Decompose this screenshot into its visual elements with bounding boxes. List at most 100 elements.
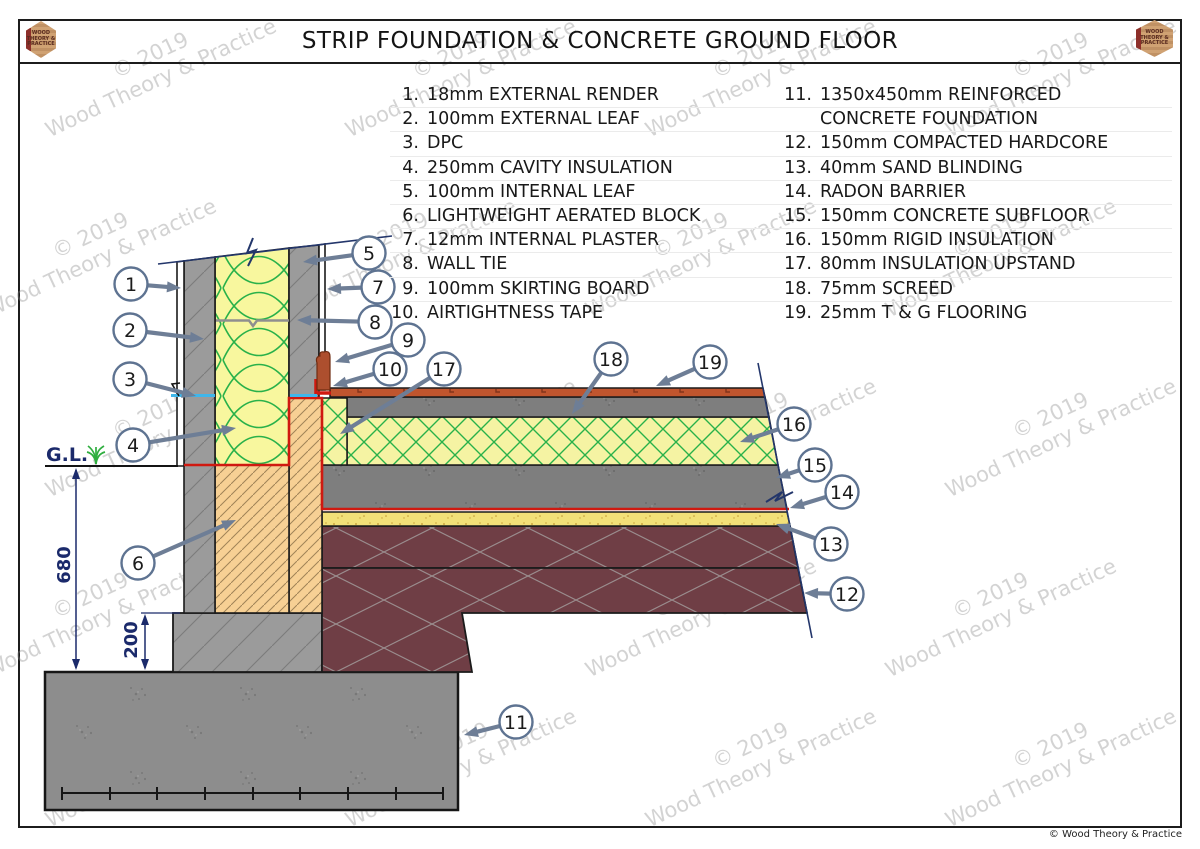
callout-10: 10: [333, 351, 408, 388]
legend-item: 14.RADON BARRIER: [776, 181, 1172, 204]
callout-circle: [813, 526, 849, 562]
callout-circle: [113, 266, 149, 302]
concrete-subfloor: [321, 464, 788, 510]
callout-arrow: [341, 371, 375, 386]
legend-item-number: 2.: [402, 109, 419, 130]
callout-circle: [390, 322, 426, 358]
sand-blinding: [321, 511, 791, 527]
legend-item: CONCRETE FOUNDATION: [776, 108, 1172, 131]
legend-item: 2. 100mm EXTERNAL LEAF: [390, 108, 776, 131]
legend-item-label: 80mm INSULATION UPSTAND: [820, 254, 1076, 275]
callout-number: 9: [402, 330, 414, 352]
callout-arrowhead: [221, 424, 236, 436]
sheet-border: [18, 19, 1182, 828]
legend-item-label: 75mm SCREED: [820, 278, 954, 299]
callout-arrowhead: [776, 523, 792, 534]
legend-item-label: 100mm INTERNAL LEAF: [427, 181, 636, 202]
title-bar: STRIP FOUNDATION & CONCRETE GROUND FLOOR: [18, 19, 1182, 64]
callout-arrowhead: [220, 520, 236, 531]
legend-item: 19.25mm T & G FLOORING: [776, 302, 1172, 325]
ground-level-label: G.L.: [46, 444, 89, 466]
callout-arrowhead: [790, 498, 805, 510]
legend-item-number: 6.: [402, 205, 419, 226]
legend-item: 3.DPC: [390, 132, 776, 155]
legend-item-number: 1.: [402, 85, 419, 105]
legend-item: 17.80mm INSULATION UPSTAND: [776, 253, 1172, 276]
legend-item-number: 4.: [402, 157, 419, 178]
callout-9: 9: [335, 322, 426, 364]
callout-circle: [824, 474, 860, 510]
callout-circle: [112, 361, 148, 397]
callout-13: 13: [776, 523, 849, 562]
legend-item: 11. 1350x450mm REINFORCED: [776, 84, 1172, 107]
screed: [346, 396, 770, 418]
callout-circle: [797, 447, 833, 483]
grass-icon: [86, 445, 106, 465]
legend-item-number: 14.: [784, 181, 812, 202]
callout-arrowhead: [303, 254, 318, 266]
legend-item-label: LIGHTWEIGHT AERATED BLOCK: [427, 205, 701, 226]
callout-circle: [360, 269, 396, 305]
callout-arrow: [747, 427, 780, 442]
legend-item-number: 5.: [402, 181, 419, 202]
callout-number: 11: [504, 712, 528, 734]
callout-arrowhead: [572, 399, 585, 414]
dimension-lines: [72, 468, 180, 670]
legend-item: 8.WALL TIE: [390, 253, 776, 276]
callout-circle: [829, 576, 865, 612]
callout-circle: [776, 406, 812, 442]
legend-item-label: 1350x450mm REINFORCED: [820, 85, 1062, 105]
legend-row: 9.100mm SKIRTING BOARD 18. 75mm SCREED: [390, 276, 1172, 301]
legend-item-number: 8.: [402, 254, 419, 275]
callout-11: 11: [464, 704, 534, 740]
callout-arrowhead: [333, 376, 348, 388]
legend-item-number: 18.: [784, 278, 812, 299]
dimension-200: 200: [121, 621, 142, 659]
callout-number: 15: [803, 455, 827, 477]
callout-number: 18: [599, 349, 623, 371]
callout-circle: [115, 427, 151, 463]
callout-arrow: [346, 375, 432, 432]
legend-item: 9.100mm SKIRTING BOARD: [390, 278, 776, 301]
callout-18: 18: [572, 341, 629, 414]
tg-flooring: [329, 387, 766, 398]
legend-item: 6. LIGHTWEIGHT AERATED BLOCK: [390, 205, 776, 228]
callout-arrow: [152, 521, 229, 559]
callout-circle: [426, 351, 462, 387]
rigid-insulation: [346, 416, 779, 466]
callout-number: 2: [124, 320, 136, 342]
callout-circle: [120, 545, 156, 581]
skirting-board: [315, 350, 331, 391]
legend-row: 5. 100mm INTERNAL LEAF 14.RADON BARRIER: [390, 179, 1172, 204]
legend-item-label: 150mm CONCRETE SUBFLOOR: [820, 205, 1090, 226]
legend-item-label: 12mm INTERNAL PLASTER: [427, 230, 660, 251]
callout-arrow: [311, 253, 353, 263]
callout-number: 1: [125, 274, 137, 296]
radon-barrier: [184, 396, 789, 511]
airtightness-tape: [314, 379, 331, 395]
legend-item-number: 11.: [784, 85, 812, 105]
legend-item-number: 13.: [784, 157, 812, 178]
callout-circle: [692, 344, 728, 380]
legend-item-number: 19.: [784, 302, 812, 323]
callout-arrow: [145, 381, 188, 396]
cut-lines: [157, 235, 813, 639]
logo-red-band: [26, 27, 31, 52]
callout-arrowhead: [776, 468, 792, 479]
callout-arrowhead: [297, 314, 312, 326]
legend-item-label: 100mm EXTERNAL LEAF: [427, 109, 640, 130]
foundation-blockwork: [172, 612, 323, 673]
callout-3: 3: [112, 361, 196, 398]
callout-arrow: [663, 366, 696, 385]
legend-item: 16.150mm RIGID INSULATION: [776, 229, 1172, 252]
callout-arrowhead: [804, 587, 819, 599]
logo-text: WOOD THEORY & PRACTICE: [1140, 29, 1169, 47]
callout-circle: [351, 235, 387, 271]
callout-number: 16: [782, 414, 806, 436]
callout-8: 8: [297, 304, 393, 340]
